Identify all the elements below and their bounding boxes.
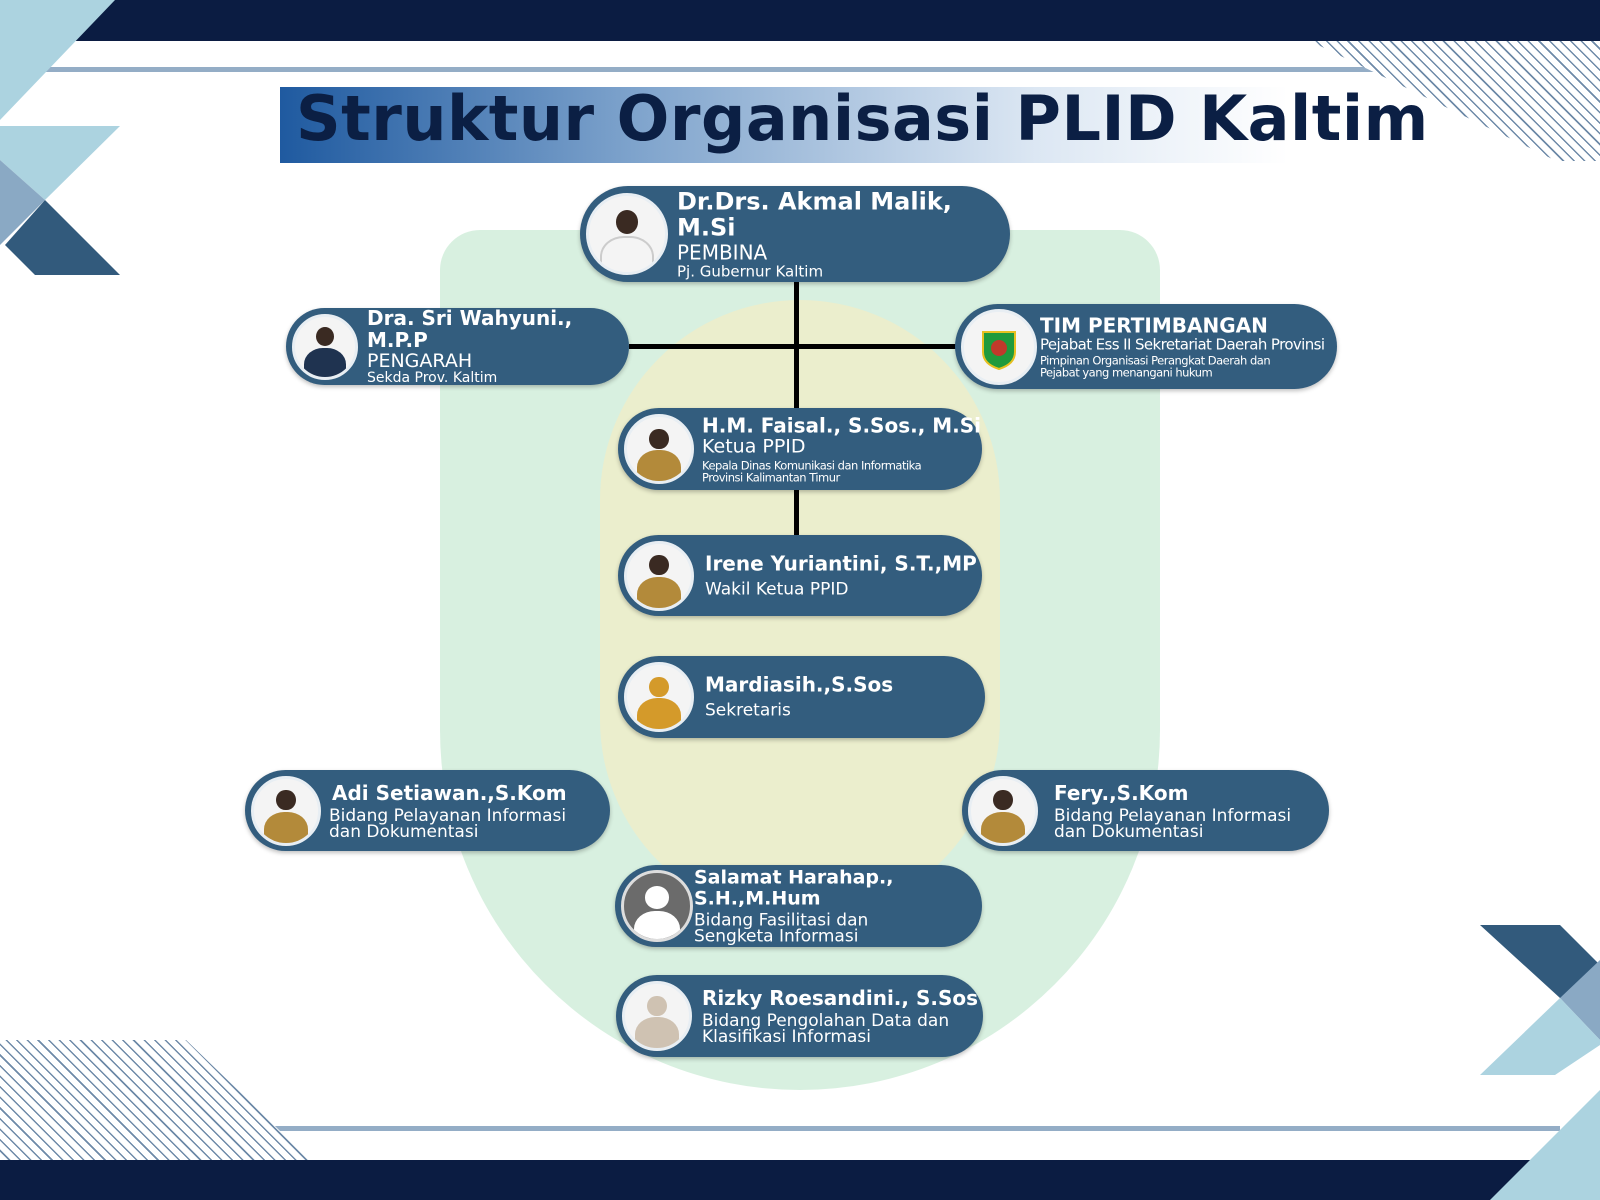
person-role: Bidang Pelayanan Informasi dan Dokumenta… [329, 805, 567, 842]
person-name: Rizky Roesandini., S.Sos [702, 985, 979, 1010]
card-ketua: H.M. Faisal., S.Sos., M.Si Ketua PPID Ke… [618, 408, 982, 490]
top-rule [40, 67, 1600, 72]
person-role: Bidang Pengolahan Data dan Klasifikasi I… [702, 1010, 950, 1047]
person-role: Bidang Fasilitasi dan Sengketa Informasi [694, 910, 869, 947]
person-name: Adi Setiawan.,S.Kom [332, 780, 567, 805]
person-name: Salamat Harahap., S.H.,M.Hum [694, 866, 894, 910]
avatar [624, 662, 694, 732]
person-role: Ketua PPID [702, 435, 806, 458]
title-banner [280, 87, 1288, 163]
bottom-band [0, 1160, 1600, 1200]
group-role: Pejabat Ess II Sekretariat Daerah Provin… [1040, 335, 1325, 354]
person-role: Bidang Pelayanan Informasi dan Dokumenta… [1054, 805, 1292, 842]
person-name: Mardiasih.,S.Sos [705, 672, 894, 697]
avatar [251, 775, 321, 846]
card-salamat-harahap: Salamat Harahap., S.H.,M.Hum Bidang Fasi… [615, 865, 982, 947]
avatar [292, 313, 358, 380]
corner-decoration-top-left [0, 0, 120, 275]
card-pembina: Dr.Drs. Akmal Malik, M.Si PEMBINA Pj. Gu… [580, 186, 1010, 282]
connector-horizontal [629, 344, 959, 349]
avatar [624, 414, 694, 484]
person-name: Dr.Drs. Akmal Malik, M.Si [677, 187, 952, 242]
group-desc: Pimpinan Organisasi Perangkat Daerah dan… [1040, 353, 1271, 380]
card-tim-pertimbangan: TIM PERTIMBANGAN Pejabat Ess II Sekretar… [955, 304, 1337, 389]
group-name: TIM PERTIMBANGAN [1040, 313, 1268, 338]
card-pengarah: Dra. Sri Wahyuni., M.P.P PENGARAH Sekda … [286, 305, 629, 387]
person-role: PEMBINA [677, 240, 768, 265]
person-desc: Kepala Dinas Komunikasi dan Informatika … [702, 458, 922, 485]
card-wakil-ketua: Irene Yuriantini, S.T.,MP Wakil Ketua PP… [618, 535, 982, 616]
person-name: Irene Yuriantini, S.T.,MP [705, 551, 977, 576]
page-title: Struktur Organisasi PLID Kaltim [296, 82, 1429, 155]
stripes-decoration-bottom-left [0, 1040, 310, 1160]
card-sekretaris: Mardiasih.,S.Sos Sekretaris [618, 656, 985, 738]
bottom-rule [0, 1126, 1560, 1131]
corner-decoration-bottom-right [1480, 925, 1600, 1200]
top-band [0, 0, 1600, 41]
person-name: Dra. Sri Wahyuni., M.P.P [367, 305, 573, 352]
person-name: H.M. Faisal., S.Sos., M.Si [702, 413, 982, 438]
avatar [624, 540, 694, 611]
person-role: Wakil Ketua PPID [705, 579, 849, 600]
avatar [622, 981, 692, 1051]
person-role: Sekretaris [705, 700, 791, 721]
person-desc: Sekda Prov. Kaltim [367, 370, 498, 387]
card-adi-setiawan: Adi Setiawan.,S.Kom Bidang Pelayanan Inf… [245, 770, 610, 851]
avatar [586, 193, 668, 275]
card-rizky-roesandini: Rizky Roesandini., S.Sos Bidang Pengolah… [616, 975, 983, 1057]
kaltim-emblem-icon [961, 308, 1037, 385]
default-user-icon [621, 870, 693, 942]
person-desc: Pj. Gubernur Kaltim [677, 262, 824, 281]
avatar [968, 775, 1038, 846]
person-name: Fery.,S.Kom [1054, 780, 1189, 805]
person-role: PENGARAH [367, 349, 473, 372]
card-fery: Fery.,S.Kom Bidang Pelayanan Informasi d… [962, 770, 1329, 851]
